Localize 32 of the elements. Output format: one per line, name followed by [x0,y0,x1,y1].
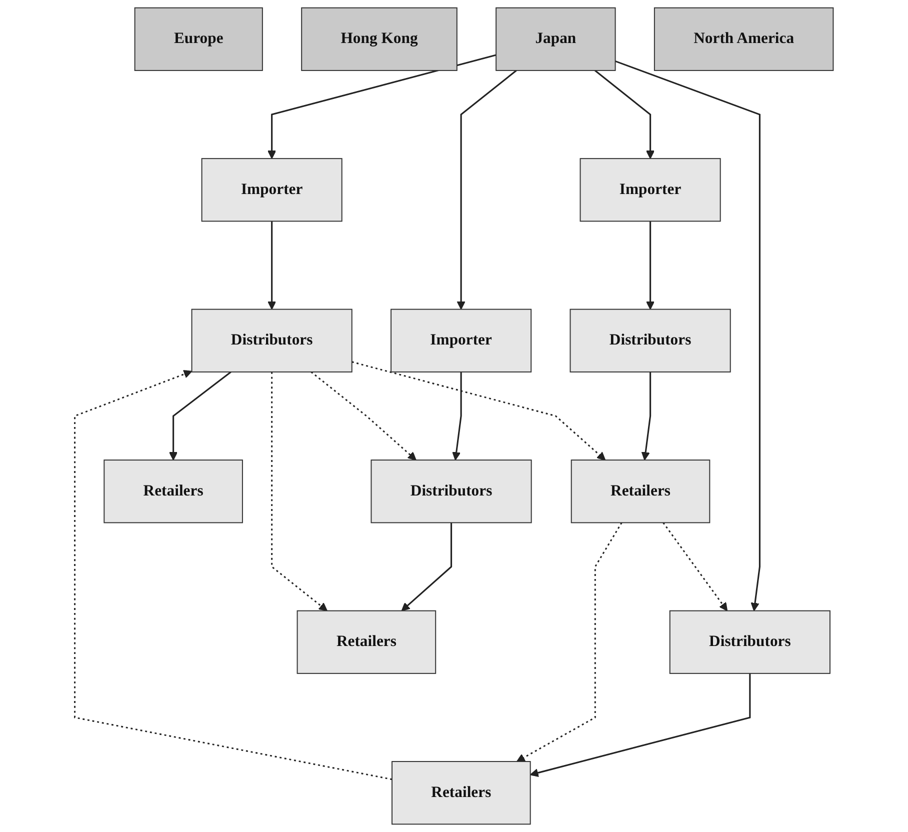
arrow [594,70,655,159]
node-box: Japan [496,7,616,71]
node-box: Importer [580,158,721,222]
node-box: Retailers [104,460,243,524]
arrow [352,361,606,460]
arrow [169,371,232,460]
node-box: Importer [201,158,342,222]
node-box: Distributors [370,460,532,524]
node-box: Distributors [669,610,830,674]
node-box: North America [654,7,834,71]
arrow [271,372,328,612]
arrow [401,522,452,612]
arrow [268,54,496,159]
arrow [74,370,392,780]
arrow [310,371,416,460]
node-box: Retailers [296,610,436,674]
node-box: Retailers [570,460,710,524]
arrow [456,70,517,310]
node-box: Hong Kong [301,7,458,71]
arrow [615,60,760,612]
arrow [641,372,652,460]
arrow [452,372,462,460]
arrow [530,673,751,777]
node-box: Importer [390,308,532,372]
node-box: Distributors [570,308,731,372]
arrow [268,221,276,310]
arrow [516,522,622,762]
node-box: Europe [134,7,263,71]
arrow [646,221,655,310]
node-box: Retailers [392,761,531,825]
node-box: Distributors [191,308,352,372]
arrow [662,522,728,612]
